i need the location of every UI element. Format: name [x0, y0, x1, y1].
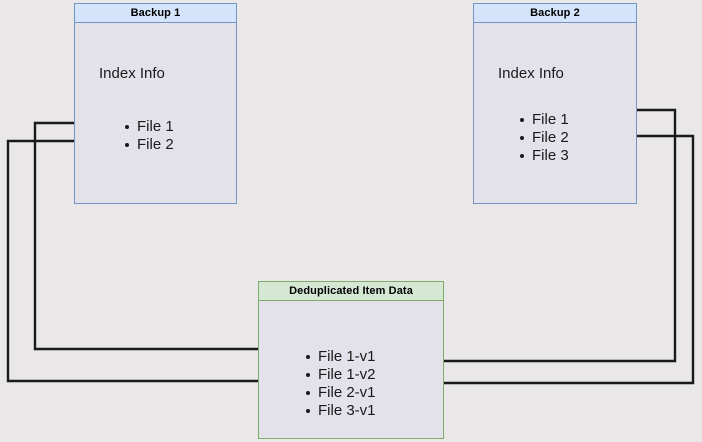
node-backup-1-body: Index Info File 1 File 2: [75, 23, 236, 203]
node-backup-2-section-label: Index Info: [498, 65, 564, 82]
list-item: File 3-v1: [304, 402, 376, 420]
node-deduplicated-item-data-body: File 1-v1 File 1-v2 File 2-v1 File 3-v1: [259, 301, 443, 438]
node-backup-1-header: Backup 1: [75, 4, 236, 23]
node-deduplicated-item-data-header: Deduplicated Item Data: [259, 282, 443, 301]
list-item: File 2-v1: [304, 384, 376, 402]
node-backup-1[interactable]: Backup 1 Index Info File 1 File 2: [74, 3, 237, 204]
node-backup-2[interactable]: Backup 2 Index Info File 1 File 2 File 3: [473, 3, 637, 204]
node-deduplicated-item-data-file-list: File 1-v1 File 1-v2 File 2-v1 File 3-v1: [304, 348, 376, 420]
list-item: File 3: [518, 147, 569, 165]
list-item: File 1-v2: [304, 366, 376, 384]
node-backup-2-body: Index Info File 1 File 2 File 3: [474, 23, 636, 203]
node-backup-1-section-label: Index Info: [99, 65, 165, 82]
node-deduplicated-item-data[interactable]: Deduplicated Item Data File 1-v1 File 1-…: [258, 281, 444, 439]
list-item: File 2: [123, 136, 174, 154]
list-item: File 1-v1: [304, 348, 376, 366]
list-item: File 1: [518, 111, 569, 129]
list-item: File 1: [123, 118, 174, 136]
node-backup-1-file-list: File 1 File 2: [123, 118, 174, 154]
list-item: File 2: [518, 129, 569, 147]
node-backup-2-header: Backup 2: [474, 4, 636, 23]
node-backup-2-file-list: File 1 File 2 File 3: [518, 111, 569, 165]
